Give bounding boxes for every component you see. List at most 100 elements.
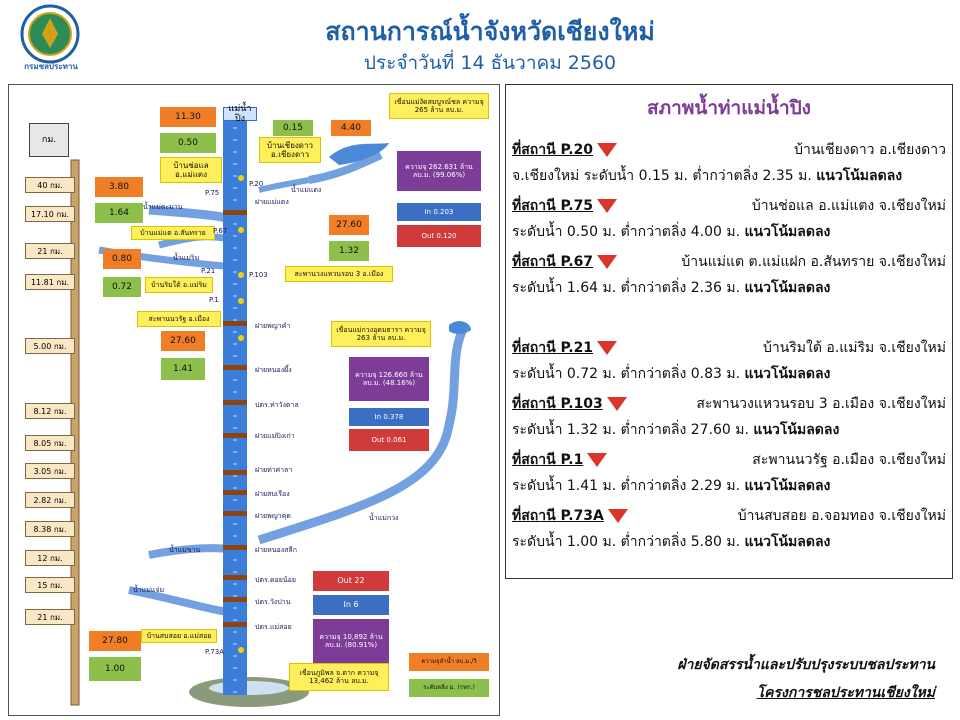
station-trend: แนวโน้มลดลง	[744, 224, 831, 240]
dam2-outflow-box: Out 0.061	[349, 429, 429, 451]
station-p67-name-box: บ้านแม่แต อ.สันทราย	[131, 226, 215, 240]
station-place: บ้านริมใต้ อ.แม่ริม จ.เชียงใหม่	[762, 340, 946, 356]
station-p103-name-box: สะพานวงแหวนรอบ 3 อ.เมือง	[285, 266, 393, 282]
station-p20-name-box: บ้านเชียงดาว อ.เชียงดาว	[259, 137, 321, 163]
station-name: ที่สถานี P.20	[512, 142, 594, 158]
distance-marker: 2.82 กม.	[25, 492, 75, 508]
down-arrow-icon	[597, 143, 618, 157]
station-p75-level-value: 1.64	[95, 203, 143, 223]
station-detail: ระดับน้ำ 1.00 ม. ต่ำกว่าตลิ่ง 5.80 ม.	[512, 534, 741, 550]
dam2-name-box: เขื่อนแม่กวงอุดมธารา ความจุ 263 ล้าน ลบ.…	[331, 321, 431, 347]
distance-marker: 8.05 กม.	[25, 435, 75, 451]
tributary-label: น้ำแม่ขาน	[169, 546, 201, 554]
down-arrow-icon	[606, 397, 627, 411]
station-p20-bank-value: 11.30	[160, 107, 216, 127]
station-p20-code: P.20	[249, 180, 264, 188]
page-subtitle: ประจำวันที่ 14 ธันวาคม 2560	[363, 52, 617, 74]
station-trend: แนวโน้มลดลง	[744, 534, 831, 550]
station-trend: แนวโน้มลดลง	[744, 366, 831, 382]
legend-level: ระดับตลิ่ง ม. (รทก.)	[409, 679, 489, 697]
station-p73a-code: P.73A	[205, 648, 225, 656]
dam2-storage-box: ความจุ 126.660 ล้าน ลบ.ม. (48.16%)	[349, 357, 429, 401]
distance-marker: 12 กม.	[25, 550, 75, 566]
station-place: สะพานวงแหวนรอบ 3 อ.เมือง จ.เชียงใหม่	[696, 396, 946, 412]
station-p21-code: P.21	[201, 267, 216, 275]
river-name-label: แม่น้ำปิง	[223, 104, 257, 124]
station-trend: แนวโน้มลดลง	[744, 280, 831, 296]
station-p67-bank-value: 27.60	[329, 215, 369, 235]
dam1-name-box: เขื่อนแม่งัดสมบูรณ์ชล ความจุ 265 ล้าน ลบ…	[389, 93, 489, 119]
station-place: บ้านสบสอย อ.จอมทอง จ.เชียงใหม่	[737, 508, 946, 524]
dam1-inflow-box: In 0.203	[397, 203, 481, 221]
distance-marker: 21 กม.	[25, 243, 75, 259]
page-title: สถานการณ์น้ำจังหวัดเชียงใหม่	[325, 17, 655, 46]
station-p73a-bank-value: 27.80	[89, 631, 141, 651]
dam1-storage-box: ความจุ 262.631 ล้าน ลบ.ม. (99.06%)	[397, 151, 481, 191]
dam1-outflow-box: Out 0.120	[397, 225, 481, 247]
distance-marker: 3.05 กม.	[25, 463, 75, 479]
station-p73a-level-value: 1.00	[89, 657, 141, 681]
station-p67-level-value: 1.32	[329, 241, 369, 261]
distance-marker: 17.10 กม.	[25, 206, 75, 222]
status-entry-p73a: ที่สถานี P.73A บ้านสบสอย อ.จอมทอง จ.เชียง…	[512, 503, 946, 555]
river-map-panel: กม. 40 กม. 17.10 กม. 21 กม. 11.81 กม. 5.…	[8, 84, 500, 716]
down-arrow-icon	[597, 255, 618, 269]
dam2-inflow-box: In 0.378	[349, 408, 429, 426]
status-entry-p103: ที่สถานี P.103 สะพานวงแหวนรอบ 3 อ.เมือง จ…	[512, 391, 946, 443]
station-p21-name-box: บ้านริมใต้ อ.แม่ริม	[145, 277, 213, 293]
station-name: ที่สถานี P.73A	[512, 508, 604, 524]
dam3-name-box: เขื่อนภูมิพล จ.ตาก ความจุ 13,462 ล้าน ลบ…	[289, 663, 389, 691]
weir-label: ฝายแม่ปิงเก่า	[255, 432, 295, 440]
station-p1-code: P.1	[209, 296, 219, 304]
weir-label: ปตร.แม่สอย	[255, 623, 292, 631]
weir-label: ฝายพญาคำ	[255, 322, 291, 330]
station-p21-level-value: 0.72	[103, 277, 141, 297]
station-trend: แนวโน้มลดลง	[753, 422, 840, 438]
weir-label: ปตร.ดอยน้อย	[255, 576, 296, 584]
weir-label: ฝายหนองสลีก	[255, 546, 297, 554]
station-name: ที่สถานี P.103	[512, 396, 603, 412]
station-detail: จ.เชียงใหม่ ระดับน้ำ 0.15 ม. ต่ำกว่าตลิ่…	[512, 168, 812, 184]
station-p73a-name-box: บ้านสบสอย อ.แม่สอย	[141, 629, 217, 643]
station-trend: แนวโน้มลดลง	[744, 478, 831, 494]
station-name: ที่สถานี P.67	[512, 254, 594, 270]
weir-label: ปตร.วังปาน	[255, 598, 291, 606]
weir-label: ปตร.ท่าวังตาล	[255, 401, 299, 409]
status-title: สภาพน้ำท่าแม่น้ำปิง	[647, 97, 811, 119]
station-detail: ระดับน้ำ 0.72 ม. ต่ำกว่าตลิ่ง 0.83 ม.	[512, 366, 741, 382]
station-p75-code: P.75	[205, 189, 220, 197]
legend-bank: ความจุลำน้ำ ลบ.ม./วิ	[409, 653, 489, 671]
top-pair-value-b: 4.40	[331, 120, 371, 136]
dam3-storage-box: ความจุ 10,892 ล้าน ลบ.ม. (80.91%)	[313, 619, 389, 663]
station-p20-level-value: 0.50	[160, 133, 216, 153]
station-detail: ระดับน้ำ 0.50 ม. ต่ำกว่าตลิ่ง 4.00 ม.	[512, 224, 741, 240]
footer-project: โครงการชลประทานเชียงใหม่	[756, 685, 935, 701]
weir-label: ฝายแม่แตง	[255, 198, 289, 206]
station-p1-level-value: 1.41	[161, 358, 205, 380]
tributary-label: น้ำแม่แตง	[291, 186, 322, 194]
royal-irrigation-logo	[14, 4, 86, 82]
weir-label: ฝายหนองผึ้ง	[255, 366, 292, 374]
tributary-label: น้ำแม่กวง	[369, 514, 399, 522]
top-pair-value-a: 0.15	[273, 120, 313, 136]
station-p1-bank-value: 27.60	[161, 331, 205, 351]
station-p21-bank-value: 0.80	[103, 249, 141, 269]
distance-marker: 8.12 กม.	[25, 403, 75, 419]
station-name: ที่สถานี P.1	[512, 452, 584, 468]
down-arrow-icon	[587, 453, 608, 467]
station-detail: ระดับน้ำ 1.64 ม. ต่ำกว่าตลิ่ง 2.36 ม.	[512, 280, 741, 296]
dam3-inflow-box: In 6	[313, 595, 389, 615]
tributary-label: น้ำแม่ริม	[173, 254, 200, 262]
footer-department: ฝ่ายจัดสรรน้ำและปรับปรุงระบบชลประทาน	[677, 657, 935, 673]
river-map-canvas	[70, 115, 471, 707]
station-trend: แนวโน้มลดลง	[816, 168, 903, 184]
dam3-outflow-box: Out 22	[313, 571, 389, 591]
station-place: บ้านช่อแล อ.แม่แตง จ.เชียงใหม่	[751, 198, 946, 214]
distance-marker: 5.00 กม.	[25, 338, 75, 354]
station-p103-code: P.103	[249, 271, 268, 279]
